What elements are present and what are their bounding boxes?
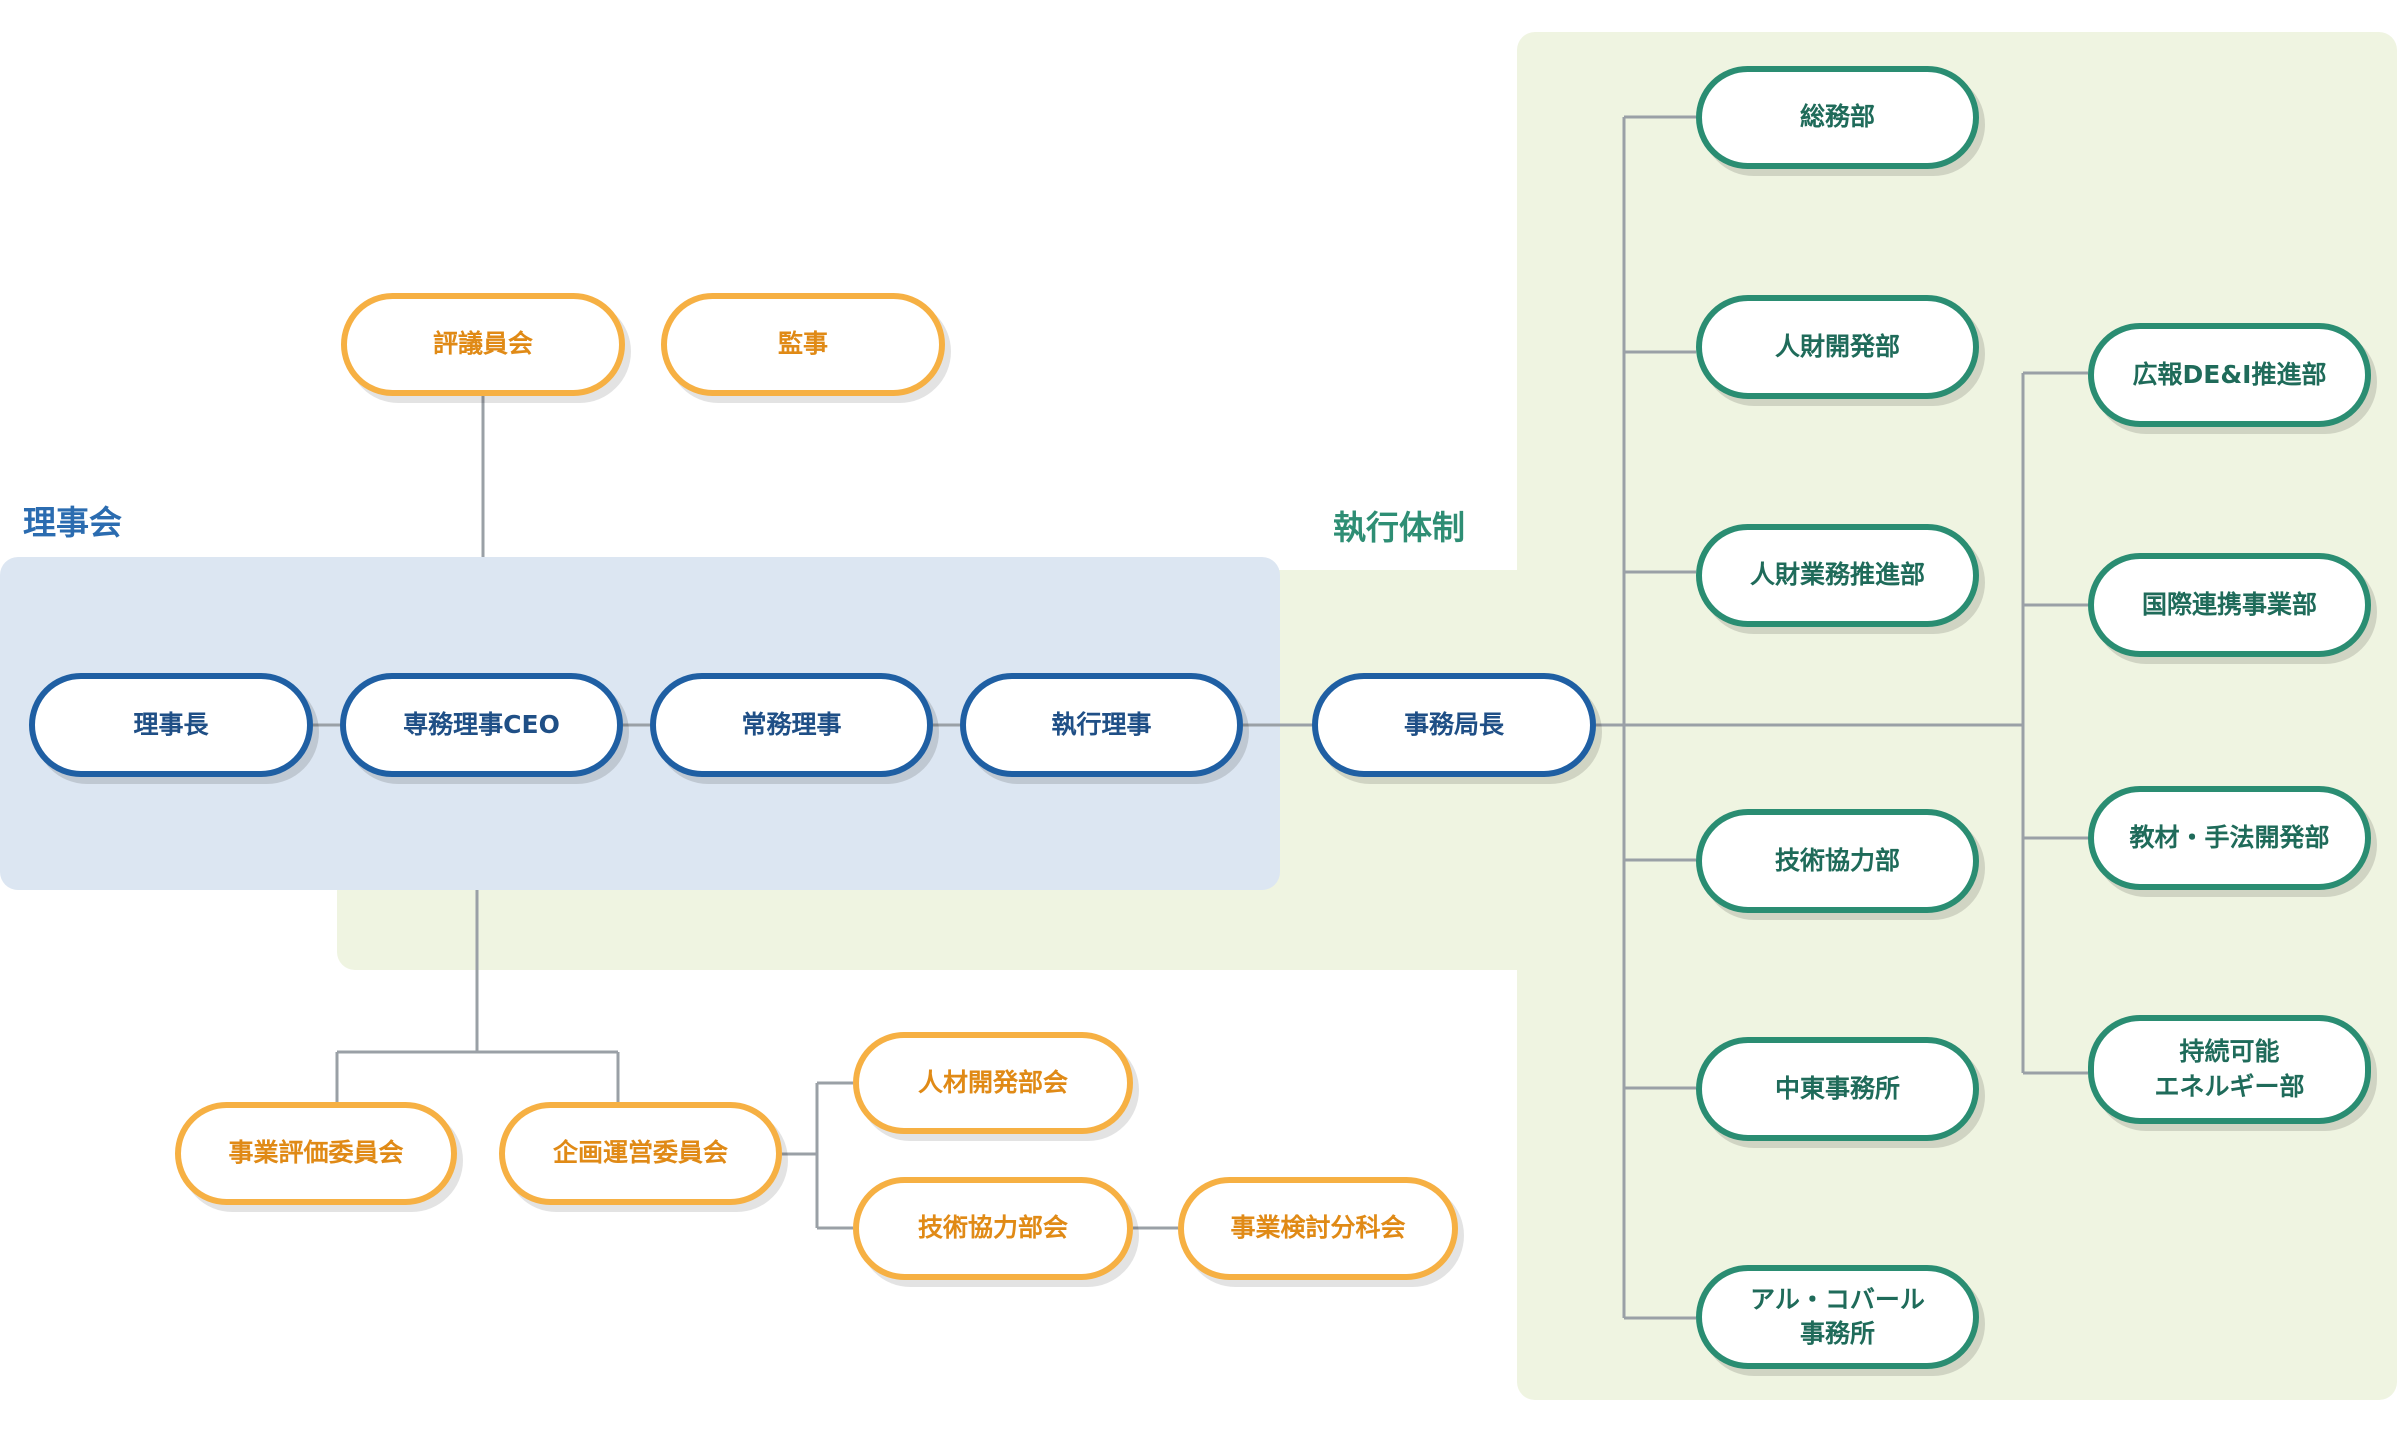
rijicho-node[interactable]: 理事長: [29, 673, 313, 777]
somu-bu-node[interactable]: 総務部: [1696, 66, 1979, 169]
kyozai-shuho-kaihatsu-bu-node[interactable]: 教材・手法開発部: [2088, 786, 2371, 890]
kanji-node[interactable]: 監事: [661, 293, 945, 396]
exec-section-label: 執行体制: [1333, 508, 1465, 547]
al-cobaar-jimusho-node[interactable]: アル・コバール 事務所: [1696, 1265, 1979, 1369]
jomu-riji-node[interactable]: 常務理事: [650, 673, 933, 777]
jizoku-kanou-energy-bu-node[interactable]: 持続可能 エネルギー部: [2088, 1015, 2371, 1124]
chuto-jimusho-node[interactable]: 中東事務所: [1696, 1037, 1979, 1141]
kokusai-renkei-jigyo-bu-node[interactable]: 国際連携事業部: [2088, 553, 2371, 657]
senmu-riji-ceo-node[interactable]: 専務理事CEO: [340, 673, 623, 777]
jimukyokucho-node[interactable]: 事務局長: [1312, 673, 1596, 777]
jinzai-kaihatsu-bu-node[interactable]: 人財開発部: [1696, 295, 1979, 399]
gijutsu-kyoryoku-bukai-node[interactable]: 技術協力部会: [853, 1177, 1133, 1280]
jigyo-kento-bunkakai-node[interactable]: 事業検討分科会: [1178, 1177, 1458, 1280]
exec-region: [1517, 32, 2397, 1400]
board-section-label: 理事会: [23, 503, 122, 542]
jinzai-kaihatsu-bukai-node[interactable]: 人材開発部会: [853, 1032, 1133, 1134]
koho-dei-suishin-bu-node[interactable]: 広報DE&I推進部: [2088, 323, 2371, 427]
shikko-riji-node[interactable]: 執行理事: [960, 673, 1243, 777]
kikaku-unei-iinkai-node[interactable]: 企画運営委員会: [499, 1102, 782, 1205]
jigyo-hyoka-iinkai-node[interactable]: 事業評価委員会: [175, 1102, 457, 1205]
hyogiinkai-node[interactable]: 評議員会: [341, 293, 625, 396]
gijutsu-kyoryoku-bu-node[interactable]: 技術協力部: [1696, 809, 1979, 913]
jinzai-gyomu-suishin-bu-node[interactable]: 人財業務推進部: [1696, 524, 1979, 627]
